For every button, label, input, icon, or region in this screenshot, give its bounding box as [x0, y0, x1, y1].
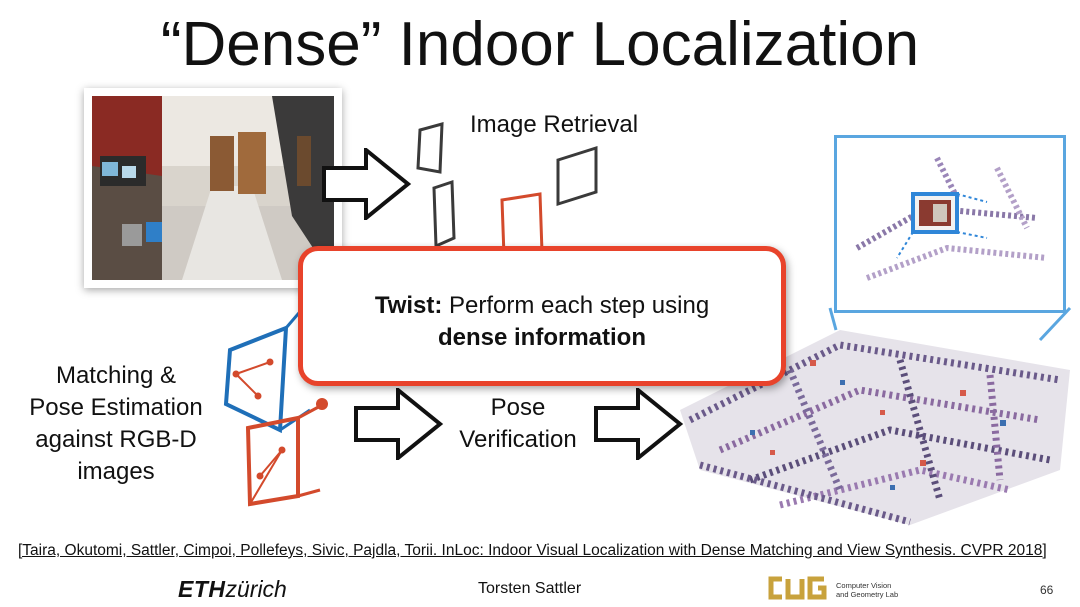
author-name: Torsten Sattler — [478, 580, 582, 597]
point-cloud-inset — [834, 135, 1066, 313]
slide-title: “Dense” Indoor Localization — [160, 10, 920, 79]
page-number: 66 — [1040, 583, 1054, 597]
arrow-right-icon — [322, 148, 412, 220]
eth-logo-bold: ETH — [178, 576, 226, 602]
matching-label-line-2: Pose Estimation — [29, 394, 203, 421]
pose-verification-line-2: Verification — [459, 426, 577, 453]
arrow-right-icon — [594, 388, 684, 460]
matching-label-line-4: images — [77, 458, 155, 485]
twist-line-1: Twist: Perform each step using — [303, 291, 781, 321]
twist-prefix: Twist: — [374, 292, 443, 319]
pose-verification-label: Pose Verification — [436, 392, 600, 456]
camera-frame-icon — [432, 179, 456, 249]
arrow-right-icon — [354, 388, 444, 460]
inset-point-cloud — [855, 156, 1048, 281]
camera-frame-icon — [223, 324, 289, 434]
query-photo — [84, 88, 342, 288]
twist-text: Perform each step using — [442, 292, 710, 319]
eth-logo-rest: zürich — [225, 576, 287, 602]
lab-name-line-1: Computer Vision — [836, 581, 892, 590]
image-retrieval-label: Image Retrieval — [470, 111, 639, 138]
twist-line-2: dense information — [437, 324, 647, 351]
twist-callout: Twist: Perform each step using dense inf… — [298, 246, 786, 386]
pose-verification-line-1: Pose — [490, 394, 546, 421]
camera-frame-icon — [556, 145, 598, 207]
matching-label-line-1: Matching & — [55, 362, 177, 389]
matching-label-line-3: against RGB-D — [35, 426, 197, 453]
citation-link[interactable]: [Taira, Okutomi, Sattler, Cimpoi, Pollef… — [18, 542, 1047, 559]
hallway-image — [92, 96, 334, 280]
camera-frame-icon — [416, 122, 444, 174]
matching-frames — [223, 300, 328, 507]
eth-logo: ETHzürich — [178, 576, 287, 602]
cvg-logo — [768, 576, 827, 600]
lab-name-line-2: and Geometry Lab — [836, 590, 899, 599]
matching-label: Matching & Pose Estimation against RGB-D… — [10, 360, 222, 488]
